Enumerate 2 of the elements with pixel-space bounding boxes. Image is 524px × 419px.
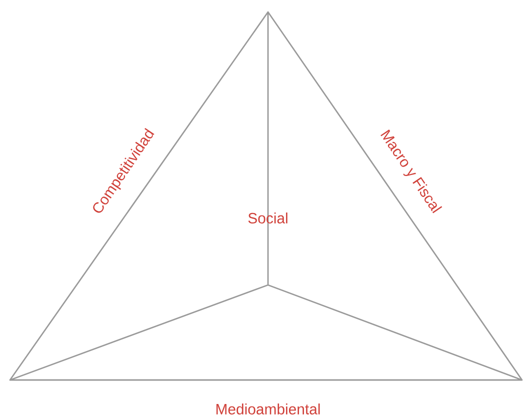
area-label: Social [248, 212, 288, 224]
area-label: Medioambiental [216, 404, 320, 414]
